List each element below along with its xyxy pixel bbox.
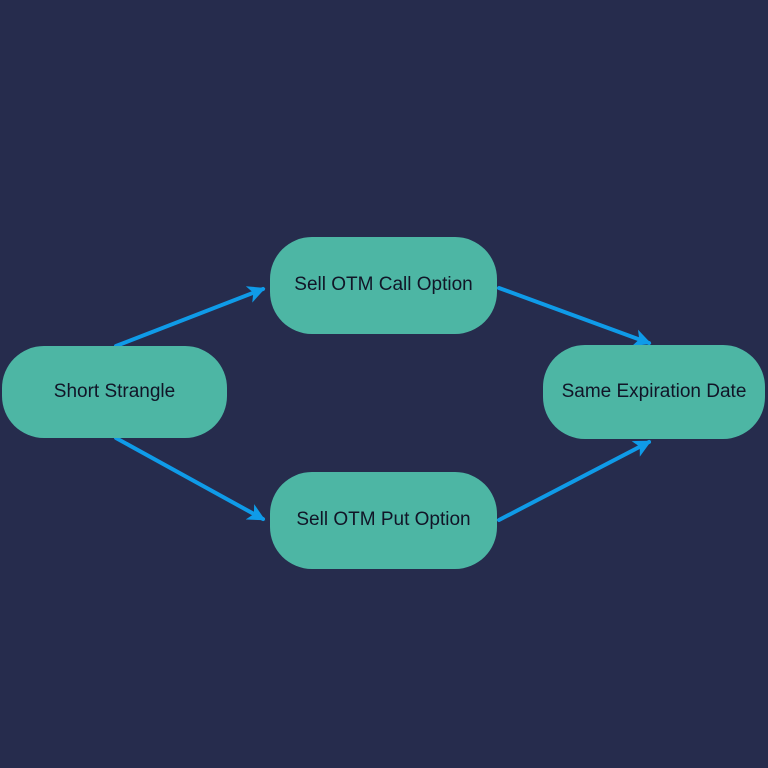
node-same-expiration-date: Same Expiration Date [543,345,765,439]
node-sell-otm-call-option-label: Sell OTM Call Option [294,274,473,296]
node-sell-otm-put-option: Sell OTM Put Option [270,472,497,569]
node-same-expiration-date-label: Same Expiration Date [561,380,747,402]
node-sell-otm-put-option-label: Sell OTM Put Option [296,509,471,531]
edge-short-strangle-to-put [114,436,266,521]
edge-short-strangle-to-call [114,286,266,348]
node-short-strangle: Short Strangle [2,346,227,438]
edge-put-to-expiration [497,440,652,522]
edge-call-to-expiration [497,286,652,347]
node-sell-otm-call-option: Sell OTM Call Option [270,237,497,334]
node-short-strangle-label: Short Strangle [53,380,176,402]
